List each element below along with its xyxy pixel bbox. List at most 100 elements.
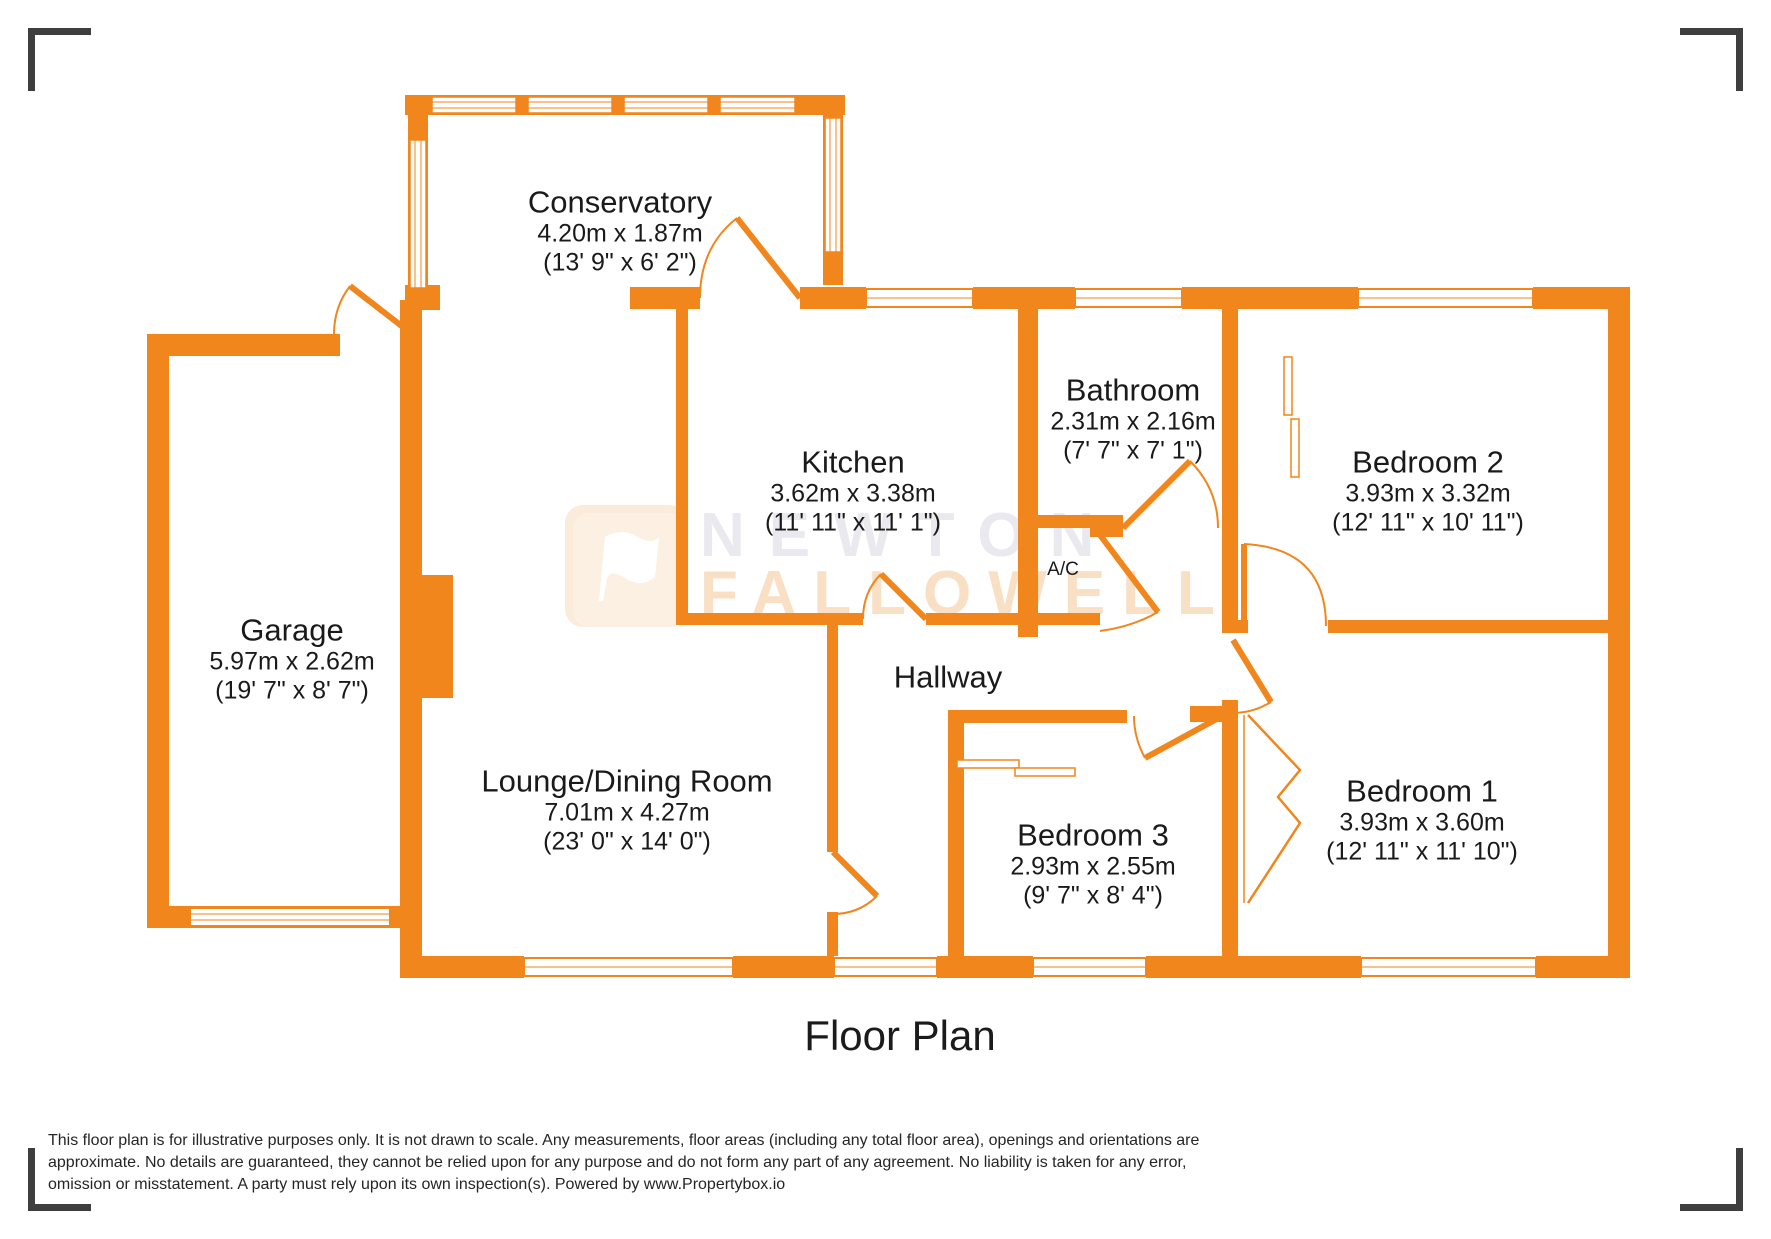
room-size-metric: 5.97m x 2.62m [209, 647, 375, 676]
room-size-metric: 3.93m x 3.60m [1339, 808, 1505, 837]
conservatory-walls [405, 95, 845, 310]
disclaimer-line: approximate. No details are guaranteed, … [48, 1154, 1187, 1171]
door-arc [1243, 543, 1327, 627]
wall-hallway-top [926, 613, 1100, 625]
door-leaf [1120, 458, 1193, 531]
door-arc [1133, 715, 1146, 759]
wardrobes [956, 356, 1302, 904]
window [865, 288, 974, 308]
wall-bedroom1-top [1328, 620, 1630, 633]
window [523, 957, 734, 977]
chimney-breast [422, 575, 453, 698]
room-label-bedroom1: Bedroom 1 3.93m x 3.60m (12' 11" x 11' 1… [1326, 774, 1518, 867]
room-size-metric: 2.93m x 2.55m [1010, 852, 1176, 881]
wall [973, 287, 1075, 309]
window [623, 96, 709, 114]
wall-bathroom-left [1018, 309, 1038, 637]
window [431, 96, 517, 114]
door-arc [1232, 701, 1272, 714]
door-bedroom3 [1133, 713, 1224, 761]
wall-door-post [1090, 525, 1123, 537]
door-lounge [830, 849, 880, 915]
wall-bedroom2-left [1222, 309, 1238, 633]
door-arc [1189, 460, 1219, 529]
bedroom3-sliding-wardrobe [956, 759, 1076, 777]
wall [630, 287, 700, 309]
window [719, 96, 796, 114]
windows [189, 288, 1537, 977]
room-size-imperial: (7' 7" x 7' 1") [1063, 436, 1203, 465]
window [1074, 288, 1183, 308]
interior-walls [676, 309, 1630, 978]
bedroom1-folding-wardrobe [1243, 714, 1302, 904]
room-label-ac: A/C [1047, 560, 1079, 580]
wall-bedroom3-top [948, 710, 1127, 723]
door-conservatory [699, 216, 803, 300]
room-label-garage: Garage 5.97m x 2.62m (19' 7" x 8' 7") [209, 613, 374, 706]
door-kitchen [862, 571, 929, 622]
wall-bathroom-bottom [1038, 515, 1123, 528]
room-size-metric: 4.20m x 1.87m [537, 219, 703, 248]
garage-door [189, 907, 391, 927]
wall [1533, 287, 1630, 309]
wall-bedroom3-left [948, 710, 964, 956]
room-label-bedroom2: Bedroom 2 3.93m x 3.32m (12' 11" x 10' 1… [1332, 445, 1524, 538]
wall [937, 956, 1033, 978]
room-label-bathroom: Bathroom 2.31m x 2.16m (7' 7" x 7' 1") [1050, 373, 1215, 466]
room-name: Kitchen [801, 444, 905, 480]
wall-garage-top [147, 334, 340, 356]
room-name: Garage [240, 612, 344, 648]
corner-mark-top-left [28, 28, 91, 91]
window [1360, 957, 1537, 977]
room-size-metric: 7.01m x 4.27m [544, 798, 710, 827]
room-name: Hallway [893, 659, 1003, 695]
room-label-conservatory: Conservatory 4.20m x 1.87m (13' 9" x 6' … [528, 185, 712, 278]
wall [1146, 956, 1361, 978]
door-arc [333, 285, 351, 335]
room-name: Bedroom 1 [1346, 773, 1498, 809]
flag-icon [565, 505, 687, 627]
wall [800, 287, 866, 309]
room-label-hallway: Hallway [894, 660, 1003, 695]
corner-mark-bottom-right [1680, 1148, 1743, 1211]
disclaimer-text: This floor plan is for illustrative purp… [48, 1130, 1288, 1196]
window [824, 117, 842, 253]
door-arc [862, 573, 882, 620]
room-name: Conservatory [527, 184, 713, 220]
window [527, 96, 613, 114]
window [409, 139, 427, 289]
door-bedroom1 [1230, 638, 1274, 714]
room-size-imperial: (13' 9" x 6' 2") [543, 248, 697, 277]
room-name: Bedroom 3 [1017, 817, 1169, 853]
corner-mark-bottom-left [28, 1148, 91, 1211]
window [1357, 288, 1534, 308]
wall-kitchen-left [676, 309, 688, 625]
room-size-metric: 3.62m x 3.38m [770, 479, 936, 508]
door-garage-exterior [333, 283, 414, 337]
room-label-lounge-dining: Lounge/Dining Room 7.01m x 4.27m (23' 0"… [481, 764, 772, 857]
window [1032, 957, 1147, 977]
wall [1182, 287, 1358, 309]
wall-bedroom1-left [1222, 700, 1238, 978]
page-title: Floor Plan [804, 1012, 996, 1059]
wall-kitchen-bottom [676, 613, 863, 625]
corner-mark-top-right [1680, 28, 1743, 91]
door-leaf [1143, 713, 1224, 761]
room-name: Bathroom [1065, 372, 1201, 408]
window [833, 957, 938, 977]
door-arc [699, 217, 738, 299]
wall [400, 956, 524, 978]
door-leaf [1097, 533, 1161, 614]
wall [1536, 956, 1630, 978]
wall-lounge-right-upper [827, 613, 838, 852]
room-name: A/C [1047, 559, 1079, 580]
room-size-imperial: (23' 0" x 14' 0") [543, 827, 711, 856]
door-leaf [734, 216, 803, 300]
door-leaf [1230, 638, 1274, 704]
disclaimer-line: omission or misstatement. A party must r… [48, 1176, 786, 1193]
wall-garage-left [147, 334, 169, 928]
room-size-metric: 2.31m x 2.16m [1050, 407, 1216, 436]
door-leaf [348, 283, 414, 337]
door-leaf [830, 849, 880, 899]
